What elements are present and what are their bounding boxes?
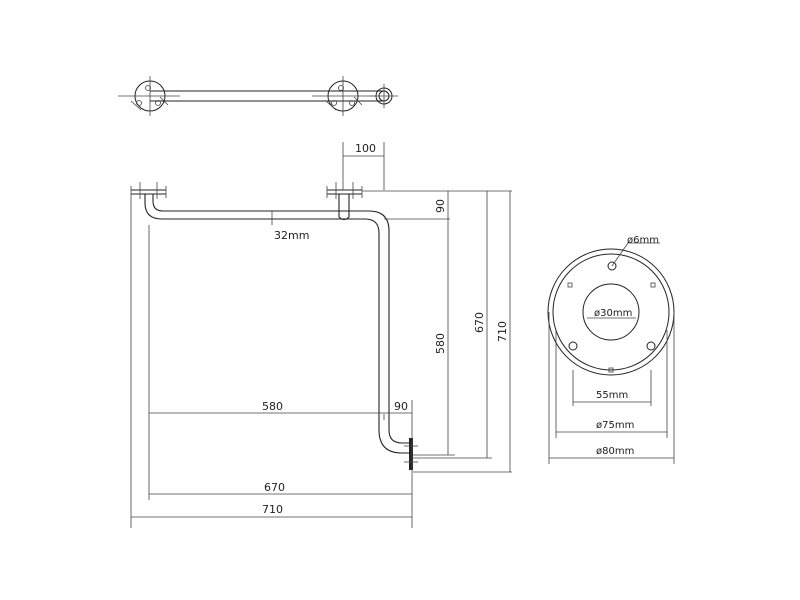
dim-horizontal-inner: 580	[262, 400, 283, 413]
dimensions-front: 100 90 580 670 710 32mm 580 90	[130, 142, 512, 528]
pipe-inner-horizontal	[152, 194, 350, 212]
dim-center-hole: ø30mm	[594, 308, 632, 319]
pipe-inner-corner	[350, 218, 380, 430]
pipe-outer-horizontal	[144, 194, 350, 220]
pipe-bottom-inner	[378, 429, 409, 454]
dim-horizontal-mid: 670	[264, 481, 285, 494]
front-view	[130, 182, 418, 470]
top-view-left-screw-c	[145, 85, 151, 91]
dim-outer-diameter: ø80mm	[596, 446, 634, 457]
flange-screw-hole-right	[646, 341, 656, 351]
flange-screw-hole-left	[568, 341, 578, 351]
dim-horizontal-outer: 710	[262, 503, 283, 516]
flange-screw-hole-top	[607, 261, 617, 271]
middle-support-stub	[338, 194, 350, 221]
dim-top-offset: 100	[355, 142, 376, 155]
flange-inner-rim	[552, 253, 670, 371]
dim-horizontal-gap: 90	[394, 400, 408, 413]
bottom-wall-flange	[409, 438, 413, 470]
pipe-outer-corner	[350, 210, 390, 430]
dim-pipe-diameter: 32mm	[274, 229, 309, 242]
dim-vertical-gap: 90	[434, 199, 447, 213]
dim-hole-spacing: 55mm	[596, 390, 628, 401]
dim-vertical-inner: 580	[434, 333, 447, 354]
dim-inner-diameter: ø75mm	[596, 420, 634, 431]
top-view	[118, 76, 398, 116]
top-view-left-screw-a	[136, 100, 142, 106]
flange-detail: ø6mm ø30mm 55mm ø75mm ø80mm	[547, 235, 675, 464]
dim-vertical-outer: 710	[496, 321, 509, 342]
dim-vertical-mid: 670	[473, 312, 486, 333]
dim-screw-hole: ø6mm	[627, 235, 659, 246]
pipe-bottom-outer	[388, 429, 409, 444]
flange-center-hole	[582, 283, 640, 341]
